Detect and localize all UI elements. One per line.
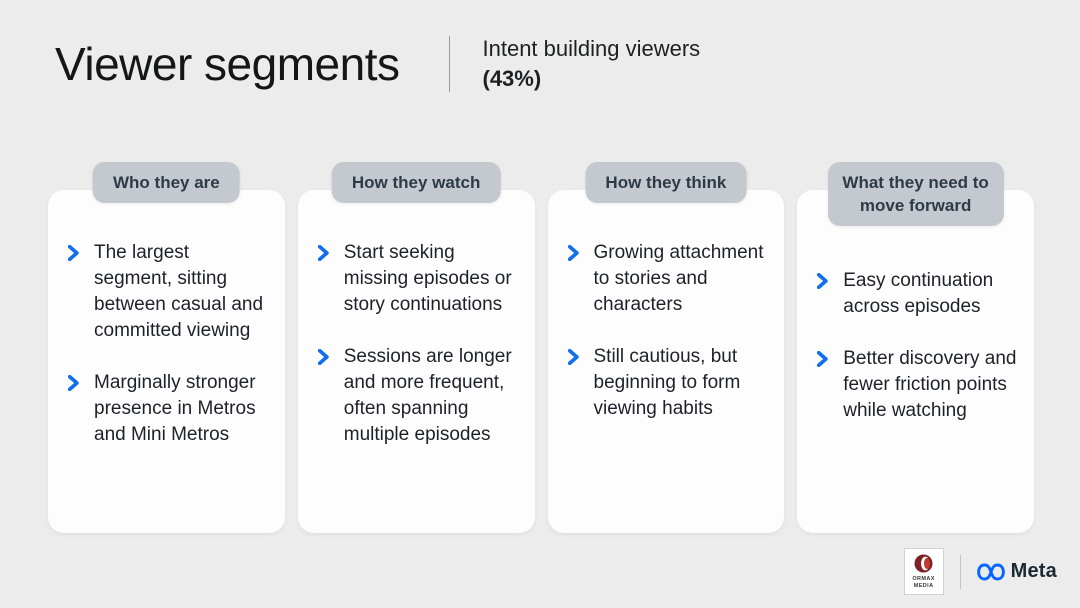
meta-infinity-icon xyxy=(976,563,1005,580)
chevron-right-icon xyxy=(317,245,329,261)
ormax-media-logo: ORMAX MEDIA xyxy=(903,548,944,595)
subtitle-percentage: (43%) xyxy=(482,66,542,91)
bullet-text: Start seeking missing episodes or story … xyxy=(343,242,512,315)
bullet-item: The largest segment, sitting between cas… xyxy=(68,240,271,344)
ormax-logo-text: ORMAX MEDIA xyxy=(912,576,934,589)
meta-wordmark: Meta xyxy=(1010,560,1057,582)
column-who-they-are: Who they are The largest segment, sittin… xyxy=(48,162,285,533)
segment-subtitle: Intent building viewers (43%) xyxy=(483,34,701,94)
ormax-sphere-icon xyxy=(914,554,933,573)
header-divider xyxy=(448,36,450,92)
bullet-text: The largest segment, sitting between cas… xyxy=(94,242,264,341)
bullet-text: Growing attachment to stories and charac… xyxy=(593,242,764,315)
chevron-right-icon xyxy=(68,375,79,391)
bullet-item: Still cautious, but beginning to form vi… xyxy=(567,344,771,422)
segment-columns: Who they are The largest segment, sittin… xyxy=(48,162,1034,533)
bullet-item: Easy continuation across episodes xyxy=(817,268,1020,320)
column-card: Growing attachment to stories and charac… xyxy=(547,190,785,533)
slide-header: Viewer segments Intent building viewers … xyxy=(55,34,700,94)
column-what-they-need: What they need to move forward Easy cont… xyxy=(797,162,1034,533)
column-card: Easy continuation across episodes Better… xyxy=(797,190,1034,533)
column-card: Start seeking missing episodes or story … xyxy=(297,190,535,533)
bullet-text: Still cautious, but beginning to form vi… xyxy=(593,346,741,419)
bullet-item: Sessions are longer and more frequent, o… xyxy=(317,344,521,448)
footer-divider xyxy=(959,554,961,589)
bullet-item: Start seeking missing episodes or story … xyxy=(317,240,521,318)
chevron-right-icon xyxy=(817,351,828,367)
bullet-text: Better discovery and fewer friction poin… xyxy=(843,348,1017,421)
bullet-text: Easy continuation across episodes xyxy=(843,270,994,317)
chevron-right-icon xyxy=(567,349,579,365)
bullet-text: Marginally stronger presence in Metros a… xyxy=(94,372,256,445)
column-header-badge: How they think xyxy=(585,162,747,203)
subtitle-text: Intent building viewers xyxy=(482,36,701,61)
bullet-item: Marginally stronger presence in Metros a… xyxy=(68,370,271,448)
chevron-right-icon xyxy=(817,273,828,289)
ormax-line1: ORMAX xyxy=(912,576,935,582)
column-how-they-watch: How they watch Start seeking missing epi… xyxy=(297,162,535,533)
bullet-item: Better discovery and fewer friction poin… xyxy=(817,346,1020,424)
bullet-text: Sessions are longer and more frequent, o… xyxy=(343,346,512,445)
column-header-badge: Who they are xyxy=(93,162,240,203)
chevron-right-icon xyxy=(317,349,329,365)
meta-logo: Meta xyxy=(976,560,1057,583)
column-card: The largest segment, sitting between cas… xyxy=(48,190,285,533)
column-how-they-think: How they think Growing attachment to sto… xyxy=(547,162,785,533)
chevron-right-icon xyxy=(567,245,579,261)
column-header-badge: How they watch xyxy=(331,162,501,203)
chevron-right-icon xyxy=(68,245,79,261)
page-title: Viewer segments xyxy=(55,37,400,90)
column-header-badge: What they need to move forward xyxy=(827,162,1004,226)
ormax-line2: MEDIA xyxy=(913,582,934,589)
footer-logos: ORMAX MEDIA Meta xyxy=(903,548,1057,595)
bullet-item: Growing attachment to stories and charac… xyxy=(567,240,771,318)
